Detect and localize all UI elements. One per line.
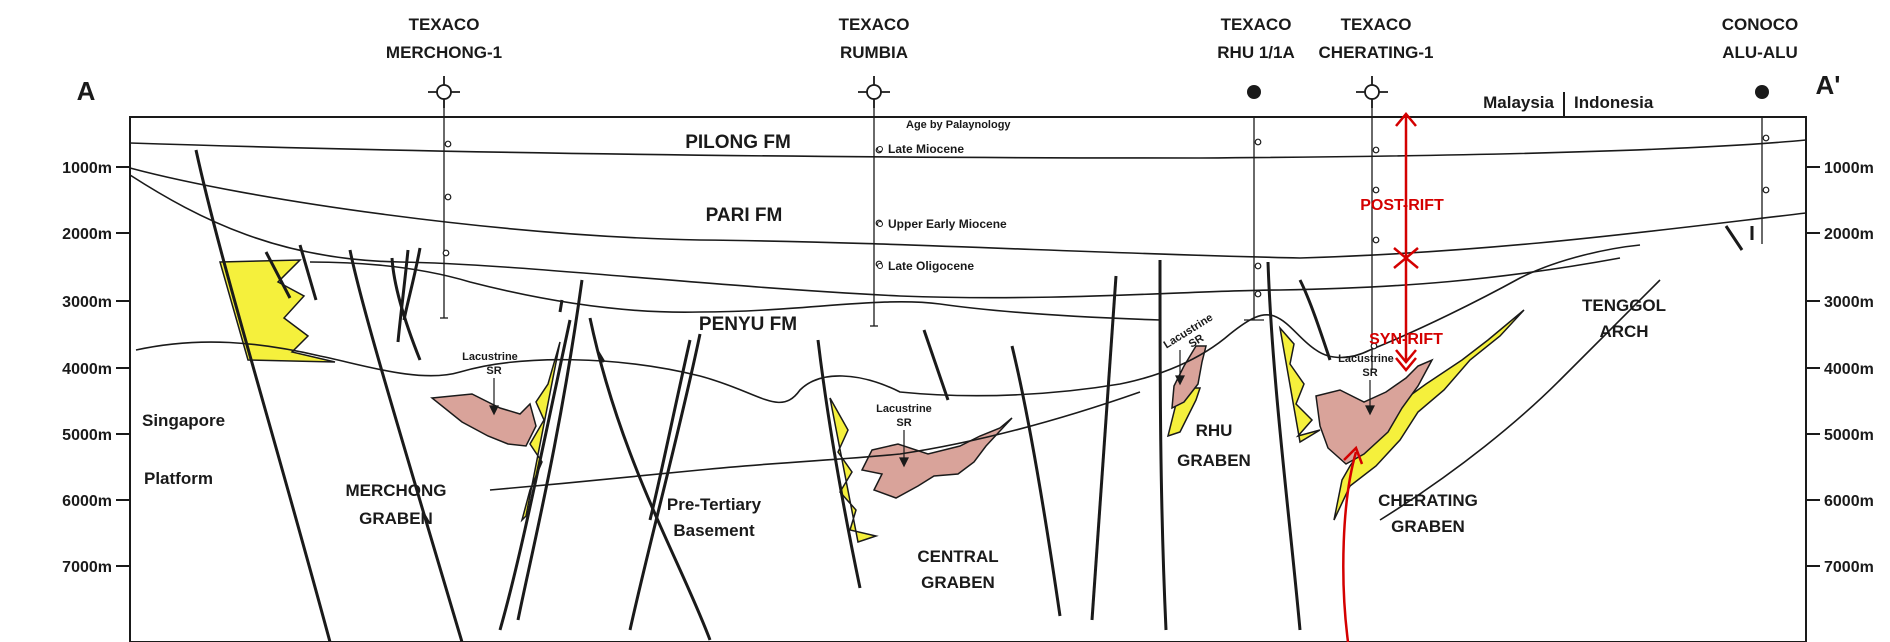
sample-markers bbox=[442, 134, 1770, 350]
well-name: MERCHONG-1 bbox=[386, 43, 502, 62]
central-graben-label: CENTRAL bbox=[917, 547, 998, 566]
border-right-country: Indonesia bbox=[1574, 93, 1654, 112]
rumbia-well-symbol bbox=[858, 76, 890, 108]
tenggol-arch-label: TENGGOL bbox=[1582, 296, 1666, 315]
cherating-graben-label: CHERATING bbox=[1378, 491, 1478, 510]
syn-rift-label: SYN-RIFT bbox=[1369, 331, 1443, 348]
age-label: Late Oligocene bbox=[888, 259, 974, 273]
depth-label: 6000m bbox=[62, 493, 112, 510]
age-marker-icon bbox=[877, 221, 883, 227]
depth-label: 5000m bbox=[1824, 427, 1874, 444]
depth-label: 1000m bbox=[1824, 160, 1874, 177]
depth-label: 3000m bbox=[1824, 294, 1874, 311]
age-note-title: Age by Palaynology bbox=[906, 119, 1011, 131]
well-operator: TEXACO bbox=[1221, 15, 1292, 34]
source-rock-label: SR bbox=[1362, 367, 1377, 379]
depth-label: 6000m bbox=[1824, 493, 1874, 510]
pre-tertiary-basement-label: Pre-Tertiary bbox=[667, 495, 762, 514]
formation-pilong: PILONG FM bbox=[685, 132, 791, 153]
age-marker-icon bbox=[877, 263, 883, 269]
well-name: ALU-ALU bbox=[1722, 43, 1798, 62]
rift-annotation bbox=[1342, 112, 1419, 642]
section-start-label: A bbox=[77, 76, 96, 106]
source-rock-label: SR bbox=[896, 417, 911, 429]
source-rock-label: Lacustrine bbox=[462, 351, 518, 363]
source-rock-label: Lacustrine bbox=[1338, 353, 1394, 365]
well-bores bbox=[440, 96, 1763, 370]
cherating-well-symbol bbox=[1356, 76, 1388, 108]
age-marker-icon bbox=[877, 146, 883, 152]
post-rift-label: POST-RIFT bbox=[1360, 197, 1444, 214]
cherating-graben-label: GRABEN bbox=[1391, 517, 1465, 536]
source-rock-label: Lacustrine bbox=[876, 403, 932, 415]
well-operator: TEXACO bbox=[1341, 15, 1412, 34]
central-graben-label: GRABEN bbox=[921, 573, 995, 592]
depth-label: 3000m bbox=[62, 294, 112, 311]
platform-label: Platform bbox=[144, 469, 213, 488]
syn-rift-fill bbox=[219, 259, 1525, 543]
well-operator: CONOCO bbox=[1722, 15, 1799, 34]
rhu-graben-label: GRABEN bbox=[1177, 451, 1251, 470]
source-rock-fill bbox=[430, 345, 1434, 499]
source-rock-label: SR bbox=[486, 365, 501, 377]
merchong-graben-label: MERCHONG bbox=[345, 481, 446, 500]
section-end-label: A' bbox=[1816, 70, 1841, 100]
rhu-well-symbol bbox=[1247, 85, 1261, 99]
depth-labels-left: 1000m 2000m 3000m 4000m 5000m 6000m 7000… bbox=[62, 160, 112, 576]
depth-label: 2000m bbox=[1824, 226, 1874, 243]
well-name: RUMBIA bbox=[840, 43, 908, 62]
tenggol-arch-label: ARCH bbox=[1599, 322, 1648, 341]
depth-label: 4000m bbox=[62, 361, 112, 378]
source-rock-arrows bbox=[489, 350, 1375, 468]
source-rock-label: Lacustrine bbox=[1162, 312, 1216, 352]
well-name: RHU 1/1A bbox=[1217, 43, 1294, 62]
faults bbox=[194, 149, 1754, 642]
singapore-label: Singapore bbox=[142, 411, 225, 430]
age-label: Late Miocene bbox=[888, 142, 964, 156]
pre-tertiary-basement-label: Basement bbox=[673, 521, 755, 540]
merchong-well-symbol bbox=[428, 76, 460, 108]
depth-label: 7000m bbox=[1824, 559, 1874, 576]
border-left-country: Malaysia bbox=[1483, 93, 1554, 112]
depth-axis-left bbox=[116, 166, 130, 567]
alu-alu-well-symbol bbox=[1755, 85, 1769, 99]
rhu-graben-label: RHU bbox=[1196, 421, 1233, 440]
formation-penyu: PENYU FM bbox=[699, 314, 797, 335]
depth-label: 2000m bbox=[62, 226, 112, 243]
depth-label: 1000m bbox=[62, 160, 112, 177]
well-name: CHERATING-1 bbox=[1319, 43, 1434, 62]
depth-axis-right bbox=[1806, 166, 1820, 567]
age-label: Upper Early Miocene bbox=[888, 217, 1007, 231]
well-operator: TEXACO bbox=[839, 15, 910, 34]
formation-pari: PARI FM bbox=[706, 205, 783, 226]
section-frame bbox=[129, 116, 1807, 642]
depth-labels-right: 1000m 2000m 3000m 4000m 5000m 6000m 7000… bbox=[1824, 160, 1874, 576]
depth-label: 4000m bbox=[1824, 361, 1874, 378]
depth-label: 7000m bbox=[62, 559, 112, 576]
depth-label: 5000m bbox=[62, 427, 112, 444]
merchong-graben-label: GRABEN bbox=[359, 509, 433, 528]
well-operator: TEXACO bbox=[409, 15, 480, 34]
